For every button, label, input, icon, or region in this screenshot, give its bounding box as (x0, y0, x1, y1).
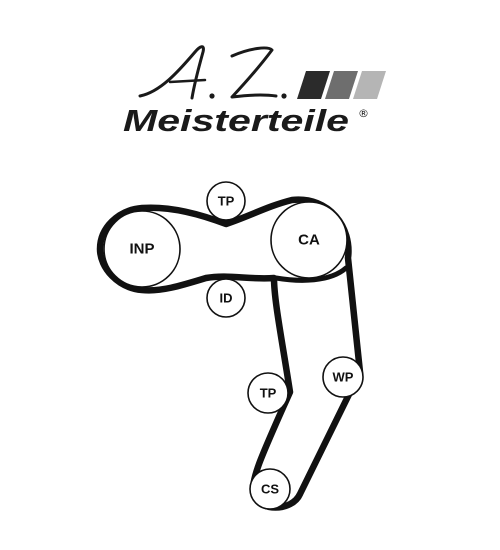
logo-stripes (297, 71, 386, 99)
pulley-ca: CA (270, 201, 348, 279)
pulley-inp: INP (103, 210, 181, 288)
pulley-label-inp: INP (129, 241, 154, 258)
pulley-label-ca: CA (298, 232, 320, 249)
registered-mark: ® (358, 107, 369, 120)
pulley-cs: CS (249, 468, 291, 510)
brand-name: Meisterteile (123, 103, 349, 138)
pulley-id: ID (206, 278, 246, 318)
pulley-label-wp: WP (333, 370, 354, 385)
pulley-label-id: ID (220, 291, 233, 306)
belt (96, 196, 364, 511)
pulley-tp-top: TP (206, 181, 246, 221)
pulley-tp-lower: TP (247, 372, 289, 414)
brand-logo: Meisterteile ® (123, 45, 386, 138)
pulley-wp: WP (322, 356, 364, 398)
pulley-label-tp-lower: TP (260, 386, 277, 401)
pulley-label-cs: CS (261, 482, 279, 497)
pulley-label-tp-top: TP (218, 194, 235, 209)
logo-script-mark (138, 45, 287, 100)
